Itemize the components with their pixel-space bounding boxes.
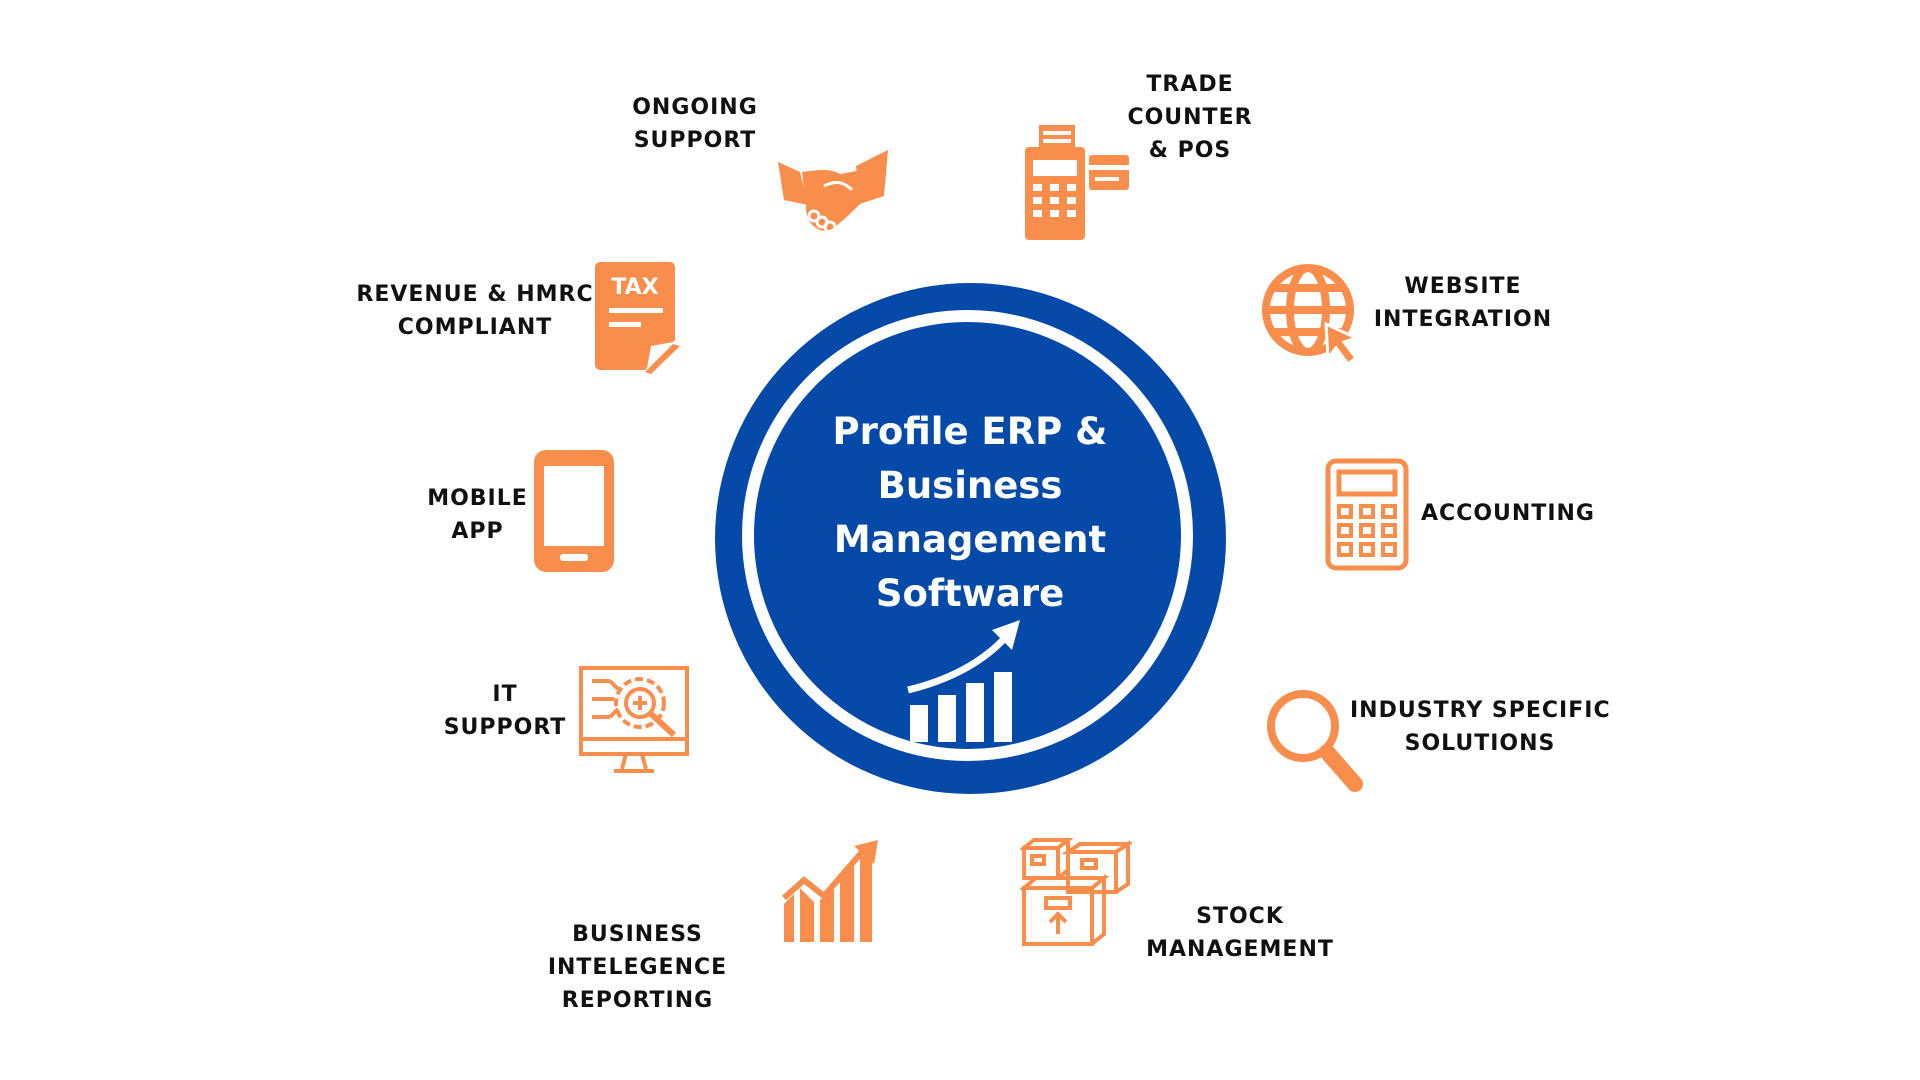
feature-label-website-integration: WEBSITE INTEGRATION: [1368, 270, 1558, 336]
smartphone-icon: [534, 450, 614, 572]
feature-label-line: WEBSITE: [1404, 274, 1522, 299]
hub-title-line: Management: [833, 518, 1107, 561]
hub-title-line: Software: [875, 572, 1065, 615]
feature-label-bi-reporting: BUSINESS INTELEGENCE REPORTING: [520, 918, 755, 1017]
feature-label-line: REPORTING: [561, 988, 714, 1013]
handshake-icon: [778, 150, 888, 234]
feature-label-line: MOBILE: [427, 486, 528, 511]
globe-cursor-icon: [1262, 264, 1360, 367]
feature-label-ongoing-support: ONGOING SUPPORT: [595, 91, 795, 157]
feature-label-trade-counter-pos: TRADE COUNTER & POS: [1085, 68, 1295, 167]
calculator-icon: [1325, 458, 1409, 571]
feature-label-industry-solutions: INDUSTRY SPECIFIC SOLUTIONS: [1350, 694, 1610, 760]
feature-label-accounting: ACCOUNTING: [1418, 497, 1598, 530]
feature-label-line: ONGOING: [632, 95, 758, 120]
feature-label-line: SUPPORT: [443, 715, 567, 740]
hub-title-line: Profile ERP &: [832, 410, 1108, 453]
boxes-icon: [1020, 838, 1132, 946]
growth-chart-icon: [907, 620, 1020, 742]
feature-label-line: INDUSTRY SPECIFIC: [1350, 698, 1611, 723]
hub-title: Profile ERP & Business Management Softwa…: [760, 405, 1180, 621]
feature-label-line: REVENUE & HMRC: [356, 282, 594, 307]
feature-label-line: APP: [451, 519, 504, 544]
tax-document-icon: TAX: [595, 262, 680, 374]
feature-label-it-support: IT SUPPORT: [430, 678, 580, 744]
feature-label-mobile-app: MOBILE APP: [410, 482, 545, 548]
feature-label-line: SUPPORT: [633, 128, 757, 153]
feature-label-line: INTEGRATION: [1373, 307, 1553, 332]
feature-label-line: SOLUTIONS: [1404, 731, 1556, 756]
monitor-gear-icon: [579, 666, 689, 773]
feature-label-line: COMPLIANT: [397, 315, 553, 340]
feature-label-line: IT: [492, 682, 518, 707]
feature-label-line: STOCK: [1196, 904, 1284, 929]
feature-label-line: ACCOUNTING: [1421, 501, 1595, 526]
feature-label-line: COUNTER: [1127, 105, 1253, 130]
feature-label-line: MANAGEMENT: [1146, 937, 1334, 962]
bar-chart-arrow-icon: [781, 840, 878, 942]
feature-label-revenue-hmrc: REVENUE & HMRC COMPLIANT: [350, 278, 600, 344]
svg-text:TAX: TAX: [611, 275, 658, 300]
hub-title-line: Business: [877, 464, 1063, 507]
magnifier-icon: [1267, 690, 1363, 792]
feature-label-line: INTELEGENCE: [547, 955, 728, 980]
feature-label-line: BUSINESS: [572, 922, 703, 947]
feature-label-line: & POS: [1148, 138, 1232, 163]
feature-label-line: TRADE: [1146, 72, 1234, 97]
feature-label-stock-management: STOCK MANAGEMENT: [1140, 900, 1340, 966]
pos-terminal-icon: [1025, 125, 1129, 240]
